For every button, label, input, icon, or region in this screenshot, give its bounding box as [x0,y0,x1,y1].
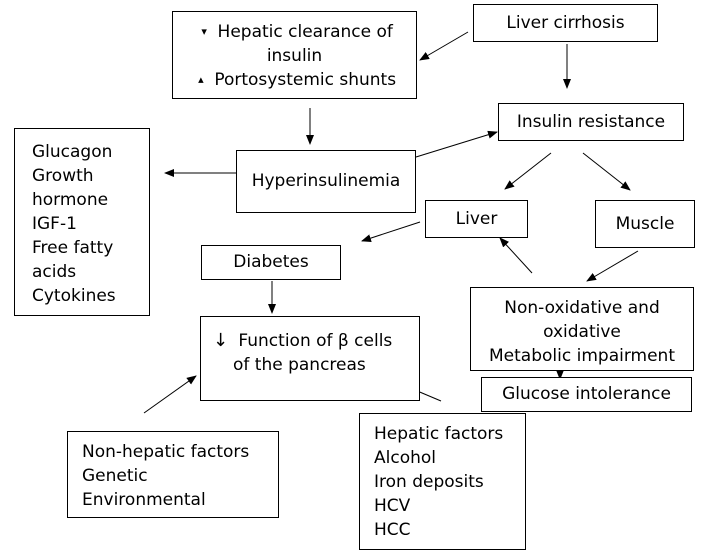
non-hepatic-factor-item: Genetic [82,466,148,486]
decrease-arrow-icon: ↓ [213,330,229,351]
hepatic-clearance-line: ▾ Hepatic clearance of [173,20,416,44]
hepatic-factor-item: Iron deposits [374,472,484,492]
insulin-resistance-label: Insulin resistance [516,112,666,132]
box-liver: Liver [425,200,528,238]
increase-marker: ▴ [198,73,204,86]
liver-label: Liver [455,209,498,229]
hormone-item: IGF-1 [32,214,77,234]
box-liver-cirrhosis: Liver cirrhosis [473,4,658,42]
box-hepatic-clearance: ▾ Hepatic clearance of insulin ▴ Portosy… [172,11,417,99]
hepatic-factor-item: Hepatic factors [374,424,504,444]
box-diabetes: Diabetes [201,245,341,280]
glucose-intolerance-label: Glucose intolerance [502,384,671,404]
box-hepatic-factors: Hepatic factors Alcohol Iron deposits HC… [359,413,526,550]
metabolic-line-2: oxidative [543,322,621,342]
hormone-item: Free fatty [32,238,114,258]
hepatic-factor-item: HCV [374,496,411,516]
box-glucose-intolerance: Glucose intolerance [481,377,692,412]
hormone-item: acids [32,262,77,282]
arrow-metabolic-to-liver [499,237,533,274]
arrow-hyperinsulinemia-to-resistance [415,130,498,158]
box-hormones: Glucagon Growth hormone IGF-1 Free fatty… [14,128,150,316]
hormone-item: Growth [32,166,94,186]
arrow-muscle-to-metabolic [586,250,639,282]
non-hepatic-factor-item: Non-hepatic factors [82,442,250,462]
box-metabolic: Non-oxidative and oxidative Metabolic im… [470,287,694,371]
hormone-item: Glucagon [32,142,113,162]
box-muscle: Muscle [595,200,695,248]
arrow-nonhepatic-to-beta [143,375,197,414]
beta-cells-line: ↓ Function of β cells [213,330,393,351]
decrease-marker: ▾ [201,25,207,38]
box-non-hepatic-factors: Non-hepatic factors Genetic Environmenta… [67,431,279,518]
box-beta-cells: ↓ Function of β cells of the pancreas [200,316,420,401]
box-insulin-resistance: Insulin resistance [498,103,684,141]
hepatic-factor-item: Alcohol [374,448,436,468]
non-hepatic-factor-item: Environmental [82,490,206,510]
muscle-label: Muscle [615,214,675,234]
arrow-cirrhosis-to-clearance [419,31,469,61]
hormone-item: Cytokines [32,286,116,306]
arrow-resistance-to-muscle [582,152,631,191]
box-hyperinsulinemia: Hyperinsulinemia [236,150,416,213]
hyperinsulinemia-label: Hyperinsulinemia [251,171,401,191]
diabetes-label: Diabetes [233,252,309,272]
liver-cirrhosis-label: Liver cirrhosis [506,13,625,33]
portosystemic-shunts-line: ▴ Portosystemic shunts [173,68,416,92]
hepatic-factor-item: HCC [374,520,411,540]
metabolic-line-3: Metabolic impairment [489,346,675,366]
hormone-item: hormone [32,190,109,210]
beta-cells-line-2: of the pancreas [233,355,366,375]
arrow-resistance-to-liver [504,152,552,190]
arrow-liver-to-diabetes [361,221,421,242]
metabolic-line-1: Non-oxidative and [504,298,660,318]
hepatic-clearance-line-2: insulin [266,46,323,66]
